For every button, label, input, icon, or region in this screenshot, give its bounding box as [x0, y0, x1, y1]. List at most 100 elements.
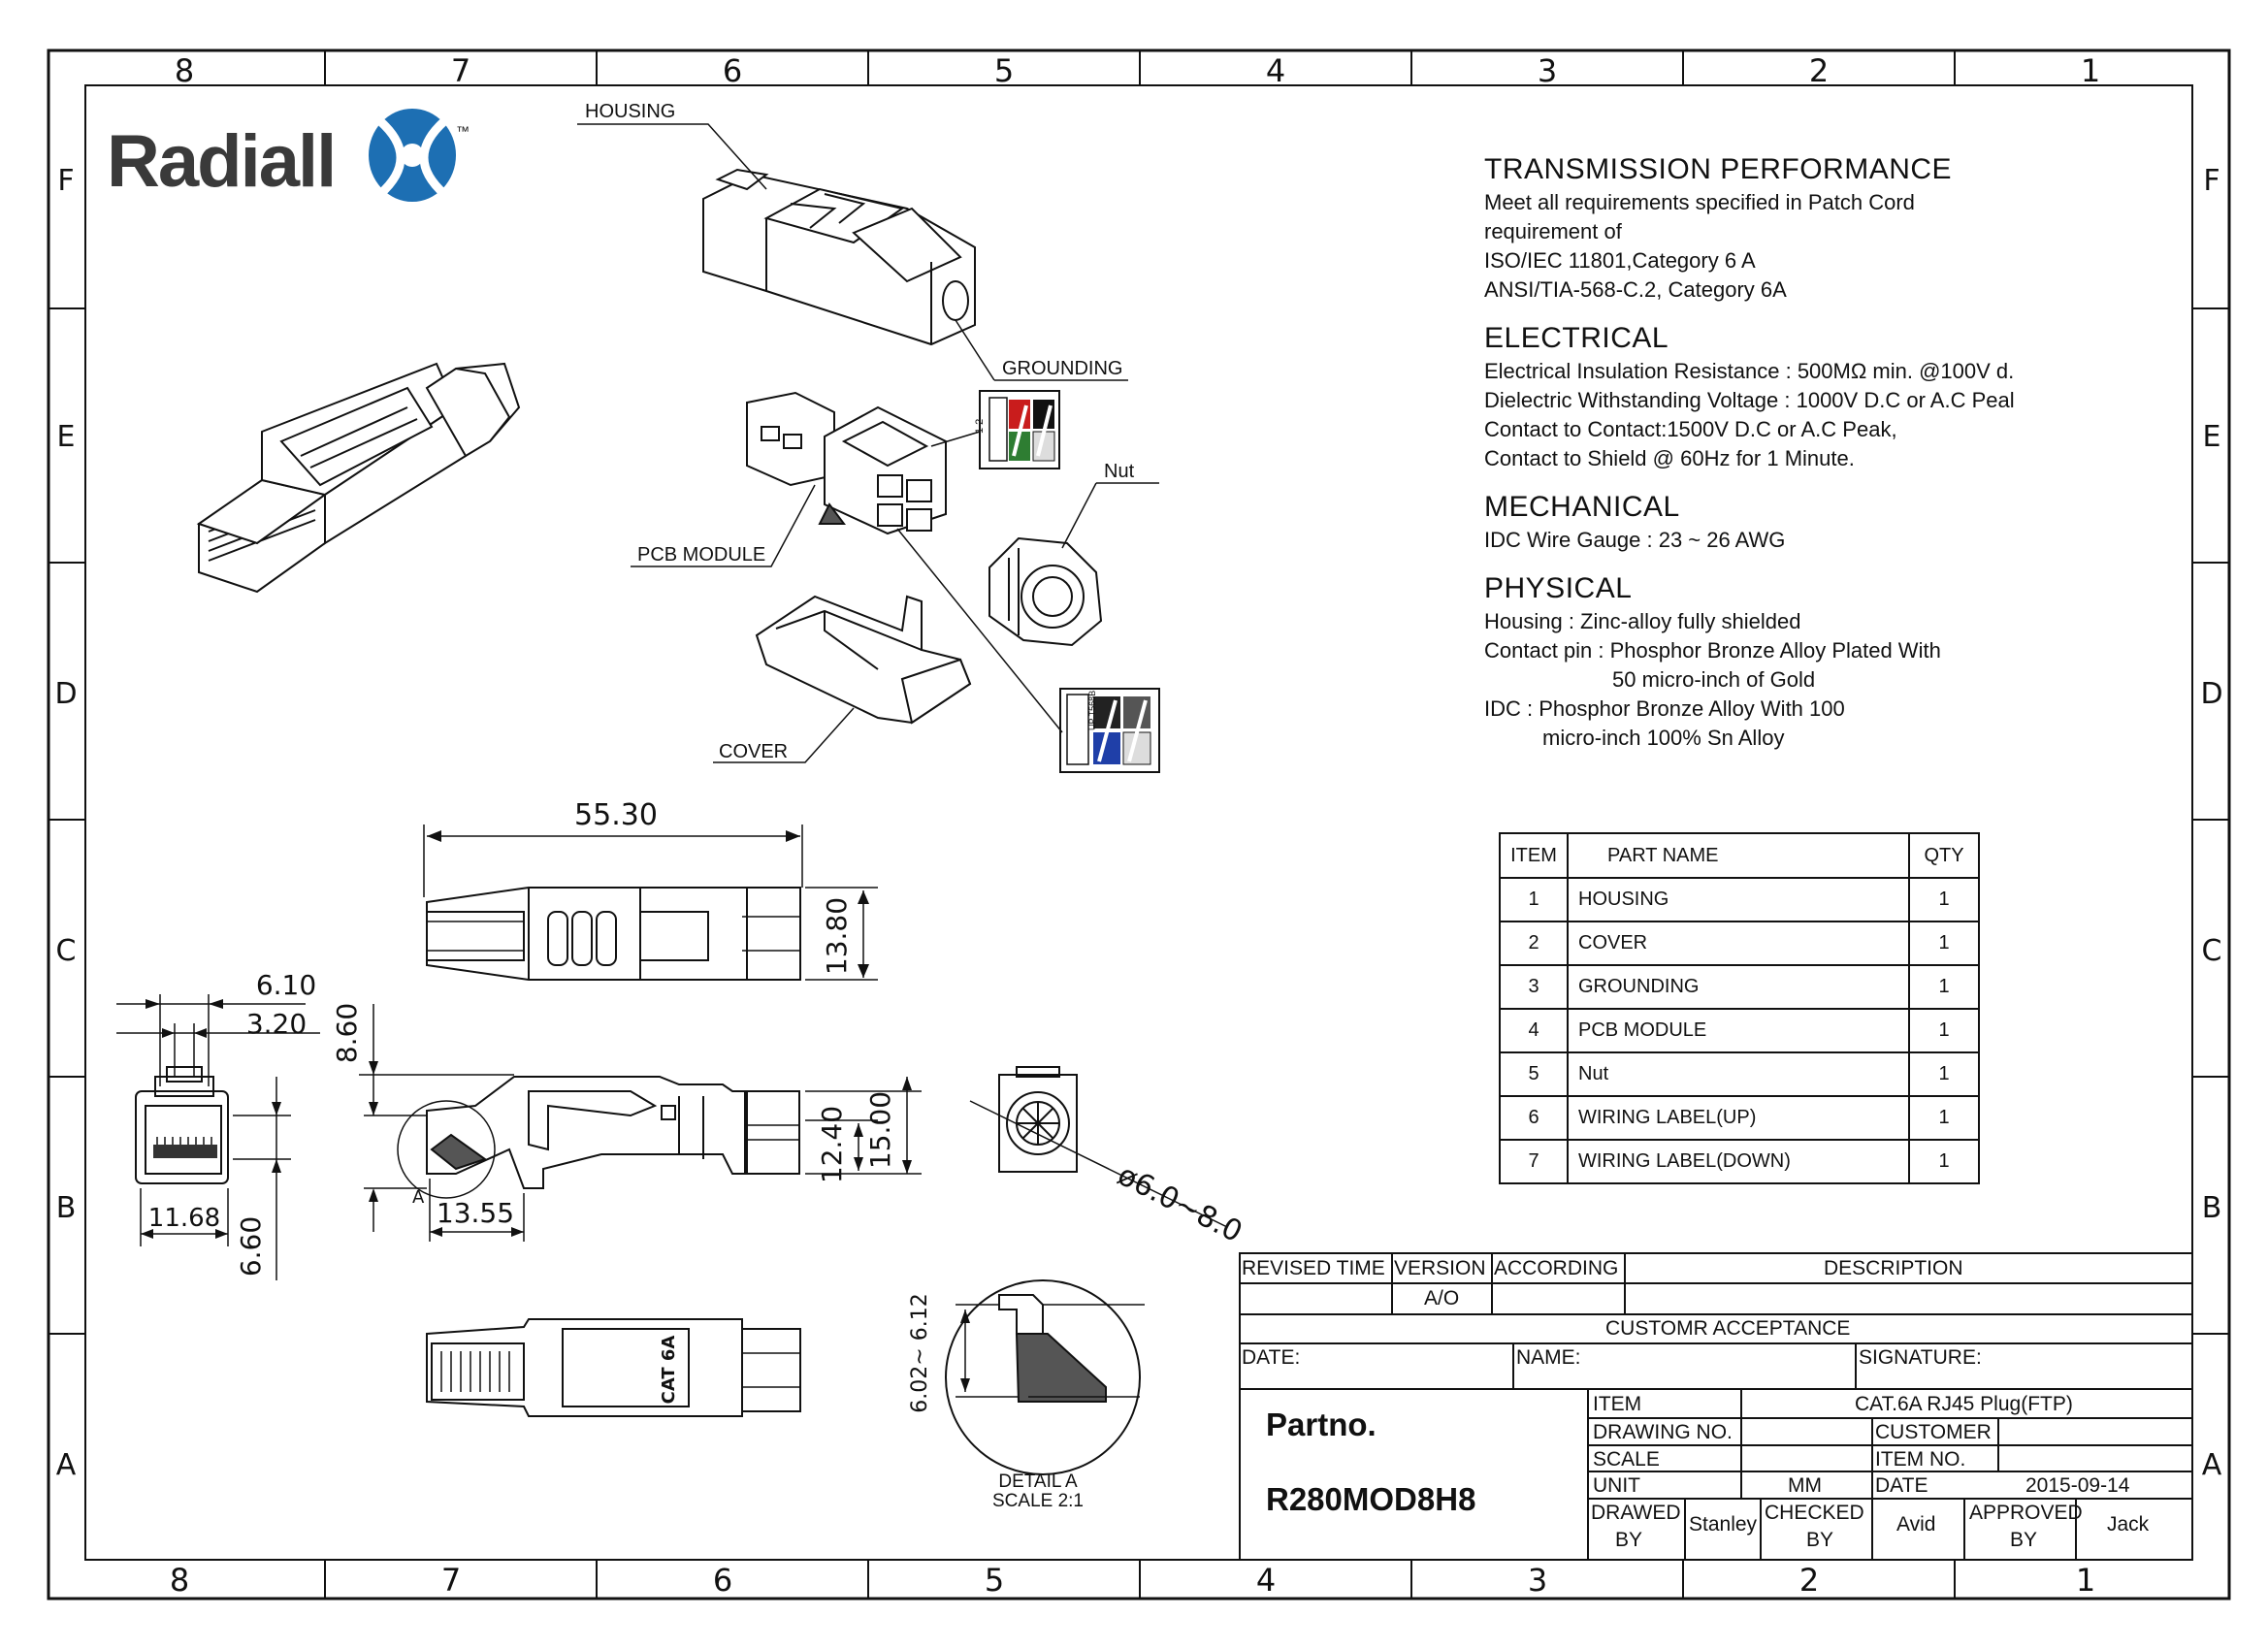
bom-cell: PCB MODULE — [1567, 1008, 1910, 1053]
title-block — [1239, 1252, 2193, 1561]
spec-line: Housing : Zinc-alloy fully shielded — [1484, 609, 1801, 633]
detail-scale: SCALE 2:1 — [992, 1491, 1084, 1511]
wiring-label-down: UP T568B — [1059, 688, 1160, 773]
dim-front-widths: 6.10 3.20 11.68 6.60 — [116, 969, 320, 1280]
bom-cell: 1 — [1908, 964, 1980, 1010]
tb-drawed: DRAWED — [1591, 1502, 1681, 1524]
bom-cell: 1 — [1908, 1139, 1980, 1184]
tb-checked: CHECKED — [1765, 1502, 1864, 1524]
cat-label: CAT 6A — [659, 1336, 679, 1405]
bom-cell: 4 — [1499, 1008, 1569, 1053]
callout-nut: Nut — [1104, 461, 1135, 482]
grid-row-right-E: E — [2203, 420, 2221, 454]
logo-tm: ™ — [456, 123, 470, 139]
grid-row-right-A: A — [2202, 1448, 2222, 1482]
tb-according: ACCORDING — [1494, 1257, 1619, 1279]
bom-header-part: PART NAME — [1567, 832, 1910, 879]
bom-cell: COVER — [1567, 921, 1910, 966]
bom-cell: 1 — [1908, 1051, 1980, 1097]
bom-cell: 5 — [1499, 1051, 1569, 1097]
tb-item-no: ITEM NO. — [1875, 1448, 1966, 1471]
wiring-label-down-tag: UP T568B — [1087, 691, 1097, 730]
dim-diameter-value: ø6.0~8.0 — [1112, 1158, 1247, 1249]
grid-col-top-7: 7 — [451, 52, 470, 89]
spec-line: Dielectric Withstanding Voltage : 1000V … — [1484, 388, 2015, 412]
bom-cell: 1 — [1908, 1008, 1980, 1053]
bom-cell: WIRING LABEL(DOWN) — [1567, 1139, 1910, 1184]
grid-col-top-1: 1 — [2081, 52, 2100, 89]
grid-col-top-3: 3 — [1538, 52, 1557, 89]
tb-version: VERSION — [1394, 1257, 1486, 1279]
spec-transmission: TRANSMISSION PERFORMANCE Meet all requir… — [1484, 155, 2105, 305]
plug-front-view — [135, 1066, 229, 1184]
grid-row-left-A: A — [56, 1448, 77, 1482]
tb-approved-value: Jack — [2107, 1513, 2150, 1536]
dim-side: 8.60 A 13.55 12.40 15.00 — [331, 1003, 922, 1242]
bom-cell: WIRING LABEL(UP) — [1567, 1095, 1910, 1141]
dim-w1168-value: 11.68 — [148, 1204, 220, 1233]
tb-signature-label: SIGNATURE: — [1859, 1346, 1982, 1369]
bom-header-row: ITEM PART NAME QTY — [1499, 832, 1980, 879]
bom-cell: HOUSING — [1567, 877, 1910, 922]
assembled-plug-iso-view — [196, 362, 521, 594]
pcb-module-exploded-part — [746, 391, 947, 535]
dim-height-top-value: 13.80 — [821, 897, 853, 975]
spec-line: Contact to Contact:1500V D.C or A.C Peak… — [1484, 417, 1897, 441]
tb-unit-value: MM — [1788, 1474, 1822, 1497]
dim-w1-value: 6.10 — [256, 969, 316, 1001]
bom-cell: 3 — [1499, 964, 1569, 1010]
spec-transmission-title: TRANSMISSION PERFORMANCE — [1484, 153, 1953, 185]
grid-col-top-8: 8 — [175, 52, 194, 89]
tb-partno-value: R280MOD8H8 — [1266, 1481, 1476, 1517]
dim-w1355-value: 13.55 — [437, 1197, 514, 1229]
dim-length-value: 55.30 — [574, 798, 658, 832]
wiring-label-up-pins: 1 2 — [974, 419, 986, 434]
callout-pcb-module: PCB MODULE — [637, 544, 765, 566]
grid-col-bottom-1: 1 — [2076, 1562, 2095, 1599]
logo-mark-icon — [369, 109, 456, 202]
plug-side-view — [397, 1076, 800, 1199]
grid-row-right-C: C — [2202, 934, 2222, 968]
spec-line: ANSI/TIA-568-C.2, Category 6A — [1484, 277, 1787, 302]
housing-exploded-part — [702, 168, 976, 346]
spec-electrical: ELECTRICAL Electrical Insulation Resista… — [1484, 324, 2105, 473]
bom-cell: GROUNDING — [1567, 964, 1910, 1010]
dim-h860-value: 8.60 — [331, 1003, 363, 1063]
tb-checked-by: BY — [1806, 1529, 1834, 1551]
tb-checked-value: Avid — [1896, 1513, 1936, 1536]
spec-electrical-title: ELECTRICAL — [1484, 322, 1669, 354]
grid-row-left-E: E — [57, 420, 76, 454]
spec-line: IDC Wire Gauge : 23 ~ 26 AWG — [1484, 528, 1786, 552]
tb-drawed-value: Stanley — [1689, 1513, 1758, 1536]
tb-scale: SCALE — [1593, 1448, 1660, 1471]
plug-top-view — [426, 887, 801, 981]
spec-line: requirement of — [1484, 219, 1622, 243]
grid-row-right-B: B — [2202, 1191, 2222, 1225]
detail-dim-value: 6.02~ 6.12 — [908, 1293, 932, 1412]
dim-h660-value: 6.60 — [235, 1216, 267, 1277]
grid-row-left-B: B — [56, 1191, 77, 1225]
spec-line: Contact to Shield @ 60Hz for 1 Minute. — [1484, 446, 1855, 470]
tb-date: DATE — [1875, 1474, 1928, 1497]
bom-cell: 7 — [1499, 1139, 1569, 1184]
tb-description: DESCRIPTION — [1824, 1257, 1963, 1279]
tb-customer: CUSTOMER — [1875, 1421, 1992, 1443]
spec-line: ISO/IEC 11801,Category 6 A — [1484, 248, 1756, 273]
tb-date-label: DATE: — [1242, 1346, 1301, 1369]
callout-housing: HOUSING — [585, 101, 675, 122]
bom-cell: 6 — [1499, 1095, 1569, 1141]
wiring-label-up: 1 2 — [974, 390, 1060, 469]
tb-name-label: NAME: — [1516, 1346, 1581, 1369]
grid-ticks — [49, 50, 2229, 1599]
bom-cell: 1 — [1908, 921, 1980, 966]
cover-exploded-part — [755, 595, 972, 725]
tb-acceptance: CUSTOMR ACCEPTANCE — [1605, 1317, 1851, 1340]
dim-w2-value: 3.20 — [246, 1008, 307, 1040]
